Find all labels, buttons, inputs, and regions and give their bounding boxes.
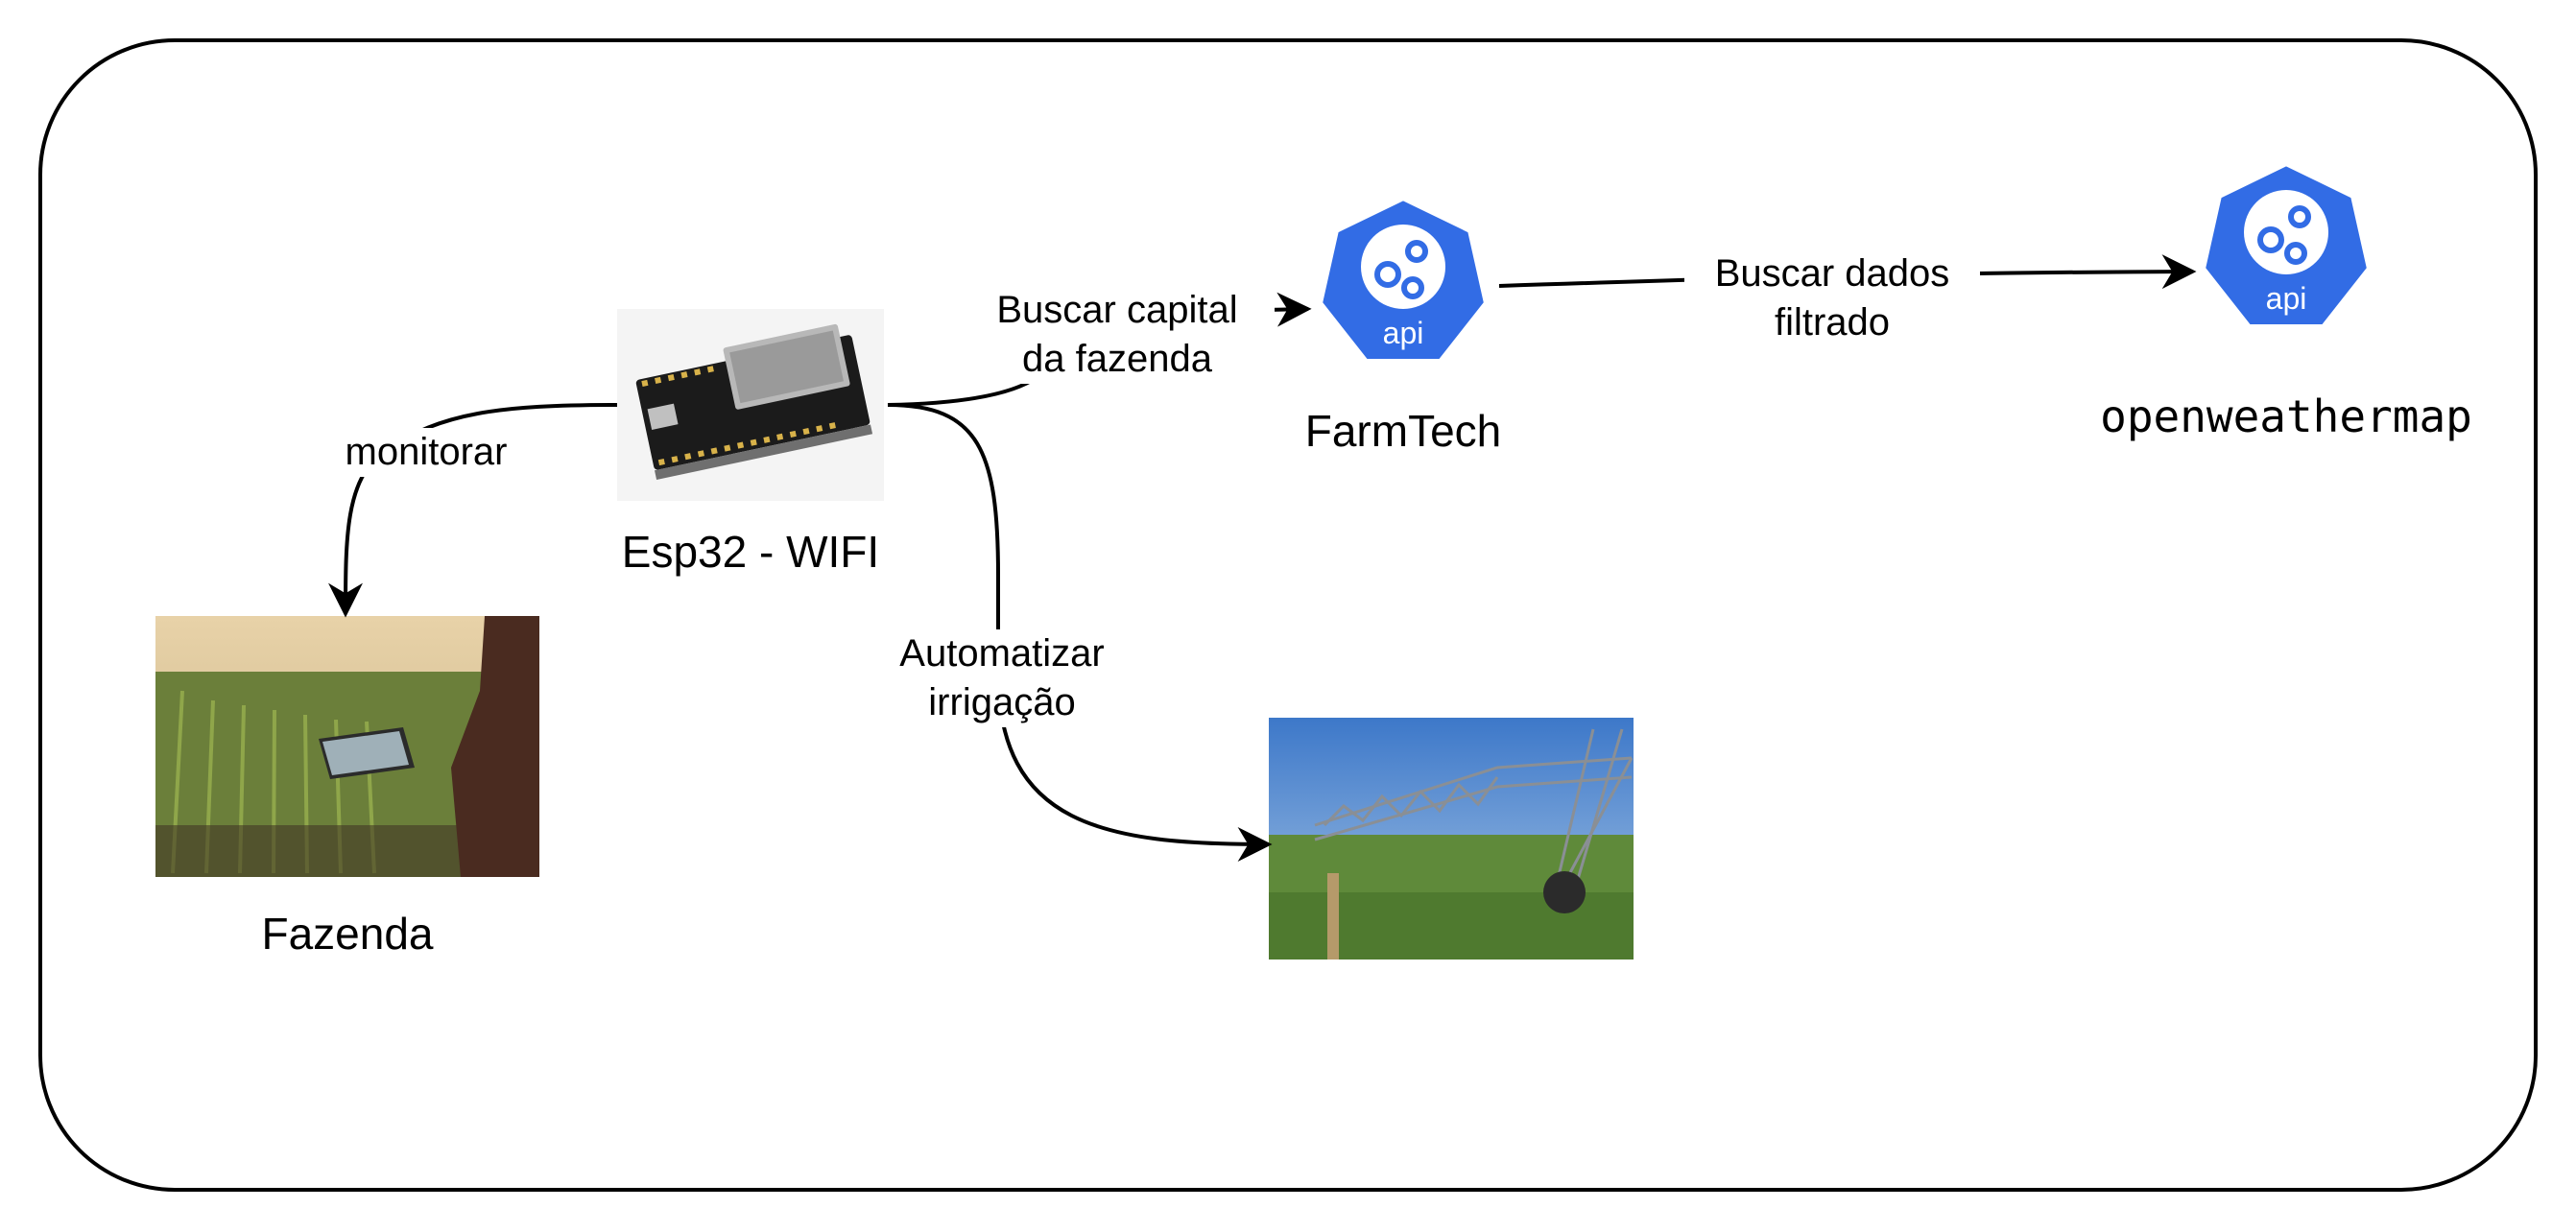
api-icon-text-openweathermap: api xyxy=(2266,281,2307,316)
edge-automatizar xyxy=(887,403,1273,862)
edge-label-automatizar: Automatizar irrigação xyxy=(864,629,1140,728)
esp32-image xyxy=(617,309,884,501)
edge-label-buscar-capital-line1: Buscar capital xyxy=(996,289,1238,331)
edge-label-buscar-capital-line2: da fazenda xyxy=(1022,338,1212,381)
esp32-label: Esp32 - WIFI xyxy=(621,527,880,577)
edge-label-buscar-dados-line2: filtrado xyxy=(1774,301,1891,344)
edge-label-buscar-dados: Buscar dados filtrado xyxy=(1684,249,1980,348)
diagram-frame xyxy=(38,38,2538,1192)
edge-label-buscar-capital: Buscar capital da fazenda xyxy=(960,286,1275,385)
edge-label-automatizar-line2: irrigação xyxy=(928,681,1076,724)
edge-label-monitorar: monitorar xyxy=(317,428,536,478)
fazenda-image xyxy=(155,616,539,877)
edge-label-automatizar-line1: Automatizar xyxy=(899,632,1105,675)
fazenda-label: Fazenda xyxy=(261,909,434,959)
api-icon: api xyxy=(2199,159,2373,330)
farmtech-label: FarmTech xyxy=(1304,406,1502,456)
api-icon: api xyxy=(1316,194,1491,365)
openweathermap-label: openweathermap xyxy=(2100,391,2472,442)
irrigation-image xyxy=(1269,718,1634,960)
api-icon-text-farmtech: api xyxy=(1383,316,1424,350)
edge-label-buscar-dados-line1: Buscar dados xyxy=(1714,252,1950,295)
